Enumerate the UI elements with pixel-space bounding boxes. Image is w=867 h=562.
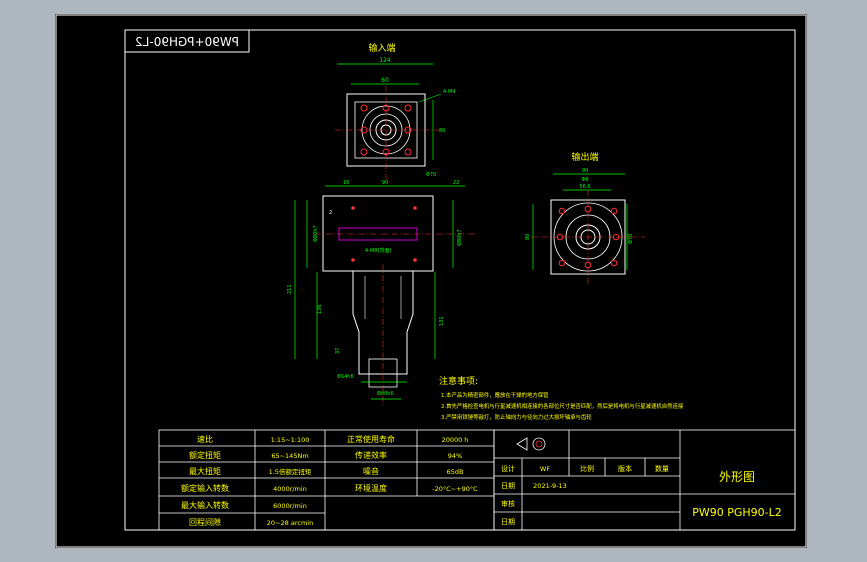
note-1: 1.本产品为精密部件，應放在干燥的地方保管 — [441, 391, 549, 399]
drawing-name: 外形图 — [719, 470, 755, 484]
review-label: 审核 — [501, 499, 515, 508]
spec-r3-c2: 环境温度 — [355, 483, 387, 493]
dim-side-80: 80 — [439, 128, 445, 134]
spec-r0-c0: 速比 — [197, 434, 213, 444]
outer-border — [55, 14, 807, 548]
notes: 注意事项: 1.本产品为精密部件，應放在干燥的地方保管 2.首先严格检查电机与行… — [439, 375, 684, 421]
mirrored-title-box: PW90+PGH90-L2 — [124, 29, 250, 53]
dim-out-inner: Φ8 — [581, 177, 588, 183]
input-end-label: 输入端 — [368, 42, 395, 54]
spec-r0-c1: 1:15~1:100 — [271, 436, 310, 444]
spec-r3-c1: 4000r/min — [273, 485, 307, 493]
specs-table-text: 速比 1:15~1:100 正常使用寿命 20000 h 额定扭矩 65~145… — [181, 434, 478, 527]
output-end-label: 输出端 — [571, 151, 598, 163]
dim-left-bore: Φ80h7 — [313, 225, 319, 242]
dim-out-70: Φ70 — [628, 234, 634, 244]
spec-r4-c1: 6000r/min — [273, 502, 307, 510]
dim-side-16: 16 — [343, 180, 349, 186]
title-block — [493, 429, 796, 531]
date2-label: 日期 — [501, 518, 515, 526]
spec-r0-c2: 正常使用寿命 — [347, 434, 395, 444]
spec-r2-c1: 1.5倍额定扭矩 — [269, 467, 312, 476]
specs-table — [158, 429, 495, 531]
dim-pcd: Φ70 — [426, 172, 436, 178]
spec-r1-c3: 94% — [448, 452, 462, 460]
spec-r4-c0: 最大输入转数 — [181, 500, 229, 510]
spec-r2-c2: 噪音 — [363, 466, 379, 476]
spec-r2-c0: 最大扭矩 — [189, 466, 221, 476]
input-end-view: 输入端 124 60 4-M4 80 Φ70 — [335, 42, 455, 184]
notes-title: 注意事项: — [439, 375, 478, 387]
note-2: 2.首先严格检查电机与行星减速机相连接的各部位尺寸是否匹配，然后是将电机与行星减… — [441, 402, 684, 410]
designer-value: WF — [540, 465, 550, 473]
dim-right-bore: Φ80h7 — [457, 229, 463, 246]
dim-side-90: 90 — [382, 180, 388, 186]
scale-label: 比例 — [580, 464, 594, 473]
designer-label: 设计 — [501, 464, 515, 473]
title-block-text: 设计 WF 比例 版本 数量 外形图 日期 2021-9-13 审核 日期 PW… — [501, 437, 782, 526]
dim-l-136: 136 — [317, 304, 323, 314]
dim-left-211: 211 — [287, 284, 293, 294]
projection-symbol-icon — [516, 437, 546, 451]
version-label: 版本 — [618, 464, 632, 473]
cad-drawing: PW90+PGH90-L2 输入端 124 60 4-M4 80 Φ70 16 … — [55, 14, 807, 548]
dim-shaft-key: 4-M8(背面) — [365, 247, 391, 254]
date-label: 日期 — [501, 482, 515, 490]
spec-r1-c0: 额定扭矩 — [189, 450, 221, 460]
spec-r5-c1: 20~28 arcmin — [267, 519, 313, 527]
dim-out-56: 56.6 — [579, 184, 590, 190]
side-view: 16 90 22 2 4-M8(背面) Φ80h7 Φ80h7 211 136 … — [287, 180, 475, 406]
dim-side-22: 22 — [453, 180, 459, 186]
dim-holes: 4-M4 — [443, 89, 455, 95]
spec-r1-c2: 传递效率 — [355, 450, 387, 460]
dim-r-131: 131 — [439, 316, 445, 326]
dim-l-37: 37 — [335, 348, 341, 354]
dim-out-90: 90 — [582, 168, 588, 174]
dim-bottom-d2: Φ80h6 — [377, 391, 394, 397]
date-value: 2021-9-13 — [533, 482, 567, 490]
spec-r0-c3: 20000 h — [442, 436, 469, 444]
dim-out-80: 80 — [525, 234, 531, 240]
output-end-view: 输出端 90 Φ8 56.6 80 Φ70 — [525, 151, 645, 284]
spec-r3-c0: 额定输入转数 — [181, 483, 229, 493]
spec-r1-c1: 65~145Nm — [271, 452, 308, 460]
dim-h2: 2 — [329, 210, 332, 216]
qty-label: 数量 — [655, 464, 669, 473]
dim-top-width: 124 — [379, 57, 391, 64]
model-name: PW90 PGH90-L2 — [692, 506, 782, 519]
drawing-sheet: PW90+PGH90-L2 输入端 124 60 4-M4 80 Φ70 16 … — [55, 14, 807, 548]
mirrored-title: PW90+PGH90-L2 — [135, 35, 239, 49]
dim-bottom-d1: Φ14h6 — [337, 374, 354, 380]
spec-r3-c3: -20°C~+90°C — [432, 485, 478, 493]
note-3: 3.严禁用铁锤等敲打，防止轴向力与径向力过大损坏轴承与齿轮 — [441, 413, 592, 421]
spec-r5-c0: 回程间隙 — [189, 517, 221, 527]
spec-r2-c3: 65dB — [447, 468, 464, 476]
dim-top-inner: 60 — [381, 77, 389, 84]
